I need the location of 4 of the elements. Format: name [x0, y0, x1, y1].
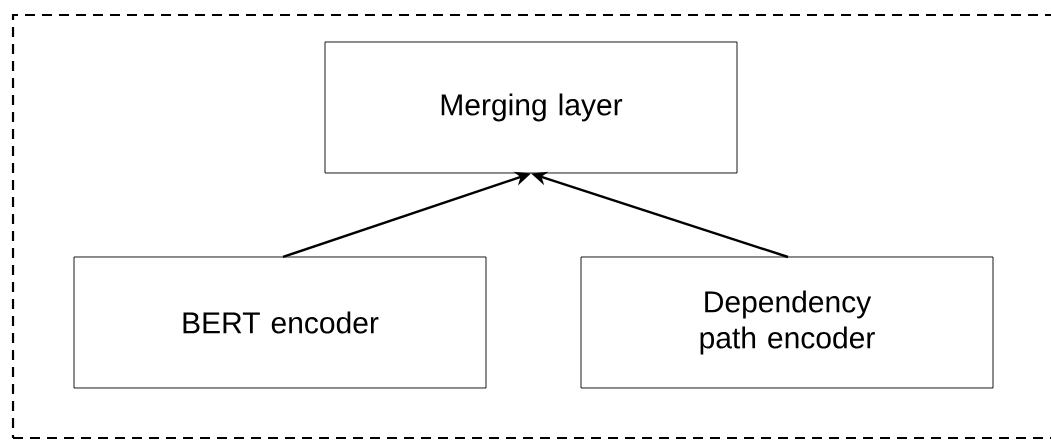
dashed-frame	[11, 13, 1051, 440]
process-box: Dependency path encoder	[580, 256, 994, 389]
process-box: BERT encoder	[73, 256, 487, 389]
process-box: Merging layer	[324, 41, 738, 174]
